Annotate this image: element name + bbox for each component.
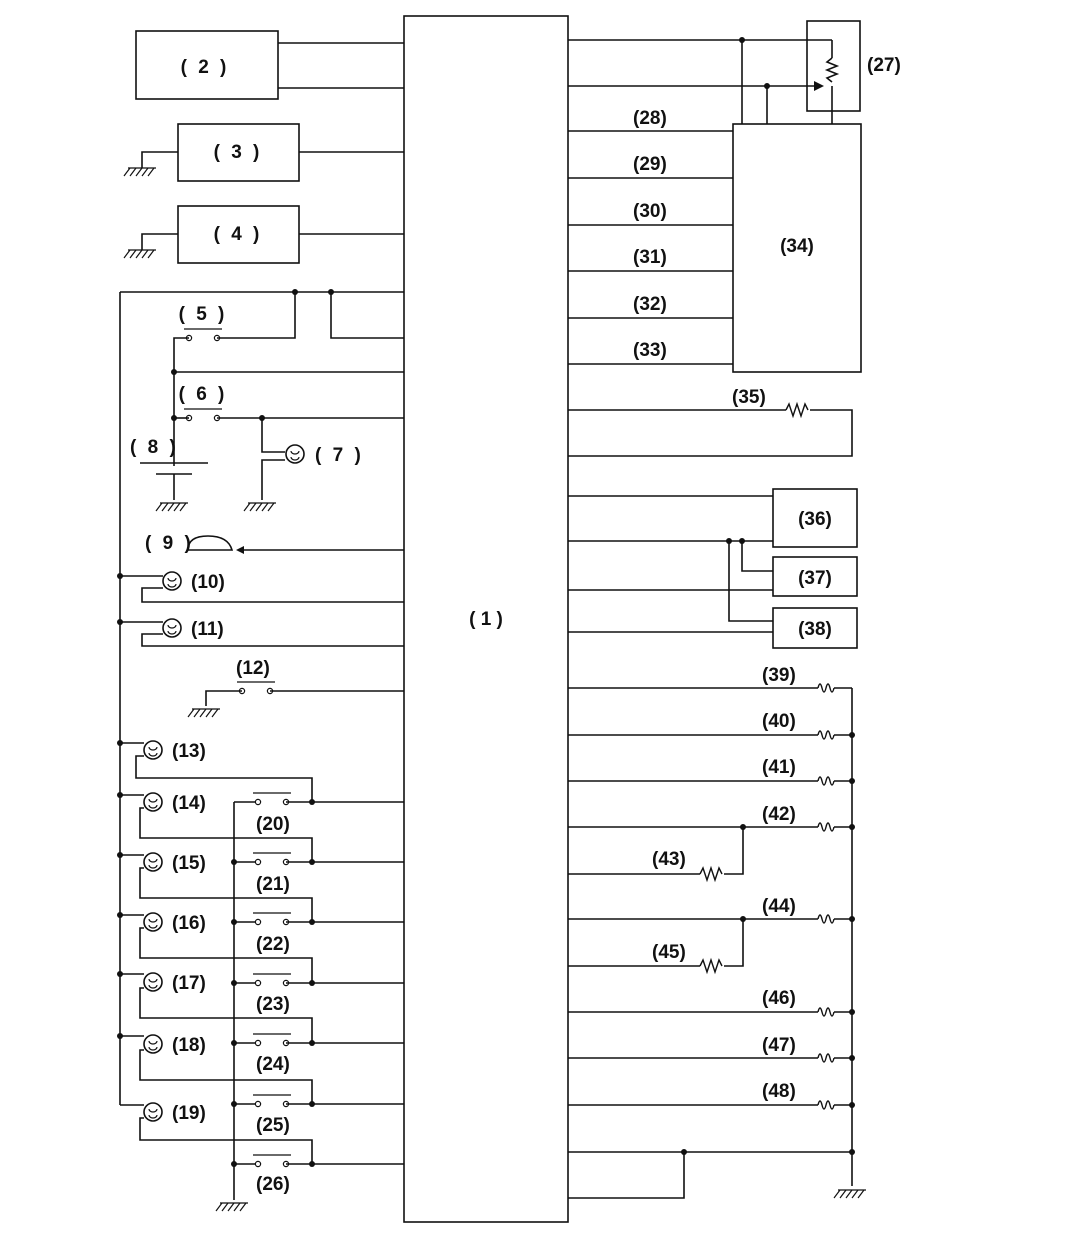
label-26: (26) <box>256 1174 290 1195</box>
label-31: (31) <box>633 247 667 268</box>
lamp-17 <box>143 972 163 992</box>
label-32: (32) <box>633 294 667 315</box>
coil-41 <box>568 776 855 786</box>
coil-39 <box>568 683 852 693</box>
switch-24 <box>231 1033 404 1047</box>
label-18: (18) <box>172 1035 206 1056</box>
label-28: (28) <box>633 108 667 129</box>
coil-42 <box>568 822 855 832</box>
switch-21 <box>231 852 404 866</box>
switch-26 <box>231 1154 404 1168</box>
lamp-19 <box>143 1102 163 1122</box>
component-37 <box>772 556 858 597</box>
label-33: (33) <box>633 340 667 361</box>
component-2 <box>135 30 279 100</box>
label-29: (29) <box>633 154 667 175</box>
label-15: (15) <box>172 853 206 874</box>
label-17: (17) <box>172 973 206 994</box>
resistor-35 <box>785 403 809 417</box>
label-34: (34) <box>780 236 814 257</box>
coil-46 <box>568 1007 855 1017</box>
component-36 <box>772 488 858 548</box>
coil-44 <box>568 914 855 924</box>
label-42: (42) <box>762 804 796 825</box>
lamp-11 <box>162 618 182 638</box>
switch-6 <box>183 408 223 422</box>
label-22: (22) <box>256 934 290 955</box>
lamp-18 <box>143 1034 163 1054</box>
label-25: (25) <box>256 1115 290 1136</box>
label-2: ( 2 ) <box>181 57 230 78</box>
coil-40 <box>568 730 855 740</box>
label-36: (36) <box>798 509 832 530</box>
label-37: (37) <box>798 568 832 589</box>
label-14: (14) <box>172 793 206 814</box>
label-46: (46) <box>762 988 796 1009</box>
label-16: (16) <box>172 913 206 934</box>
label-45: (45) <box>652 942 686 963</box>
lamp-10 <box>162 571 182 591</box>
label-5: ( 5 ) <box>179 304 228 325</box>
label-23: (23) <box>256 994 290 1015</box>
label-44: (44) <box>762 896 796 917</box>
component-27 <box>806 20 861 112</box>
label-9: ( 9 ) <box>145 533 194 554</box>
coil-48 <box>568 1100 855 1110</box>
label-38: (38) <box>798 619 832 640</box>
label-3: ( 3 ) <box>214 142 263 163</box>
label-40: (40) <box>762 711 796 732</box>
component-38 <box>772 607 858 649</box>
switch-23 <box>231 973 404 987</box>
component-34 <box>732 123 862 373</box>
label-30: (30) <box>633 201 667 222</box>
label-35: (35) <box>732 387 766 408</box>
ecm-box <box>403 15 569 1223</box>
label-47: (47) <box>762 1035 796 1056</box>
switch-5 <box>183 328 223 342</box>
label-19: (19) <box>172 1103 206 1124</box>
switch-22 <box>231 912 404 926</box>
ecm-label: ( 1 ) <box>469 609 503 630</box>
label-27: (27) <box>867 55 901 76</box>
label-10: (10) <box>191 572 225 593</box>
label-12: (12) <box>236 658 270 679</box>
switch-25 <box>231 1094 404 1108</box>
label-24: (24) <box>256 1054 290 1075</box>
lamp-15 <box>143 852 163 872</box>
label-6: ( 6 ) <box>179 384 228 405</box>
coil-47 <box>568 1053 855 1063</box>
label-7: ( 7 ) <box>315 445 364 466</box>
label-41: (41) <box>762 757 796 778</box>
resistor-45 <box>568 919 744 973</box>
lamp-16 <box>143 912 163 932</box>
lamp-13 <box>143 740 163 760</box>
label-39: (39) <box>762 665 796 686</box>
label-11: (11) <box>191 619 224 640</box>
component-4 <box>177 205 300 264</box>
label-48: (48) <box>762 1081 796 1102</box>
label-20: (20) <box>256 814 290 835</box>
lamp-14 <box>143 792 163 812</box>
label-13: (13) <box>172 741 206 762</box>
label-21: (21) <box>256 874 290 895</box>
label-8: ( 8 ) <box>130 437 179 458</box>
lamp-7 <box>285 444 305 464</box>
label-4: ( 4 ) <box>214 224 263 245</box>
switch-20 <box>234 792 404 806</box>
switch-12 <box>236 681 276 695</box>
label-43: (43) <box>652 849 686 870</box>
resistor-43 <box>568 827 744 881</box>
